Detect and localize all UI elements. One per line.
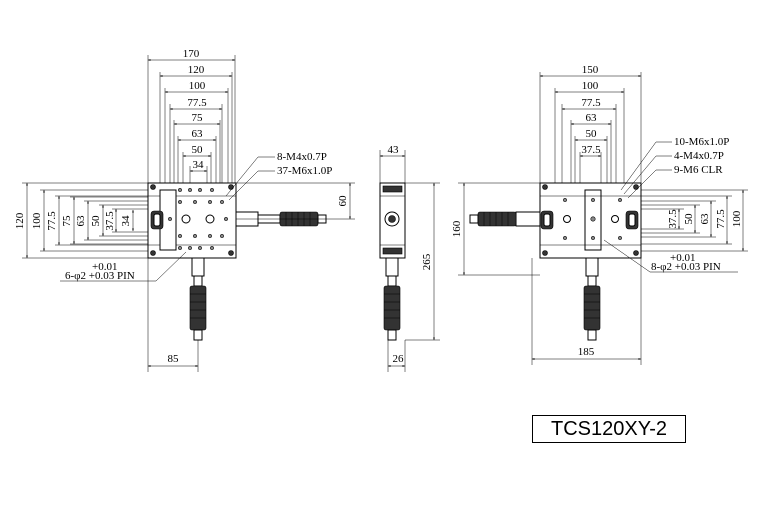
dim-label: 63: [192, 128, 204, 140]
left-top-dimension-lines: [147, 55, 236, 195]
dim-label: 50: [192, 144, 204, 156]
dim-label: 63: [699, 213, 711, 225]
dim-label: 34: [120, 215, 132, 227]
dim-label: 120: [188, 64, 205, 76]
dim-label: 100: [31, 212, 43, 229]
callout-label: 8-M4x0.7P: [277, 151, 327, 163]
dim-label: 77.5: [46, 211, 58, 231]
dim-label: 37.5: [581, 144, 601, 156]
dim-label: 50: [586, 128, 598, 140]
dim-label: 75: [192, 112, 204, 124]
dim-label: 60: [337, 195, 349, 207]
dim-label: 100: [189, 80, 206, 92]
left-top-view: 170 120 100 77.5 75 63 50 34: [14, 48, 355, 372]
right-top-dimension-labels: 150 100 77.5 63 50 37.5: [581, 64, 601, 156]
dim-label: 50: [683, 213, 695, 225]
dim-label: 75: [61, 215, 73, 227]
right-side-dimension-labels: 37.5 50 63 77.5 100: [667, 209, 743, 229]
dim-label: 100: [582, 80, 599, 92]
callout-label: 10-M6x1.0P: [674, 136, 729, 148]
dim-label: 37.5: [104, 211, 116, 231]
pin-spec: 8-φ2 +0.03 PIN: [651, 261, 721, 273]
left-side-dimension-labels: 120 100 77.5 75 63 50 37.5 34: [14, 211, 132, 231]
right-side-dimension-lines: [641, 189, 748, 252]
dim-label: 77.5: [187, 97, 207, 109]
callout-label: 4-M4x0.7P: [674, 150, 724, 162]
dim-label: 43: [388, 144, 400, 156]
left-top-dimension-labels: 170 120 100 77.5 75 63 50 34: [183, 48, 207, 171]
dim-label: 63: [75, 215, 87, 227]
right-stage-body: [469, 182, 642, 341]
right-top-dimension-lines: [539, 72, 642, 195]
dim-label: 34: [193, 159, 205, 171]
dim-label: 265: [421, 253, 433, 270]
callout-label: 37-M6x1.0P: [277, 165, 332, 177]
dim-label: 26: [393, 353, 405, 365]
dim-label: 160: [451, 220, 463, 237]
dim-label: 85: [168, 353, 180, 365]
left-stage-body: [147, 182, 327, 341]
dim-label: 77.5: [715, 209, 727, 229]
dim-label: 77.5: [581, 97, 601, 109]
dim-label: 185: [578, 346, 595, 358]
dim-label: 150: [582, 64, 599, 76]
pin-tolerance: +0.01: [670, 252, 695, 264]
dim-label: 37.5: [667, 209, 679, 229]
dim-label: 63: [586, 112, 598, 124]
dim-label: 170: [183, 48, 200, 60]
left-side-dimension-lines: [22, 182, 158, 259]
dim-label: 100: [731, 210, 743, 227]
side-view: 43 265 26: [379, 144, 440, 372]
dim-label: 120: [14, 212, 26, 229]
right-top-view: 150 100 77.5 63 50 37.5 160: [451, 64, 748, 365]
model-label: TCS120XY-2: [532, 415, 686, 443]
dim-label: 50: [90, 215, 102, 227]
pin-spec: 6-φ2 +0.03 PIN: [65, 270, 135, 282]
pin-tolerance: +0.01: [92, 261, 117, 273]
callout-label: 9-M6 CLR: [674, 164, 723, 176]
